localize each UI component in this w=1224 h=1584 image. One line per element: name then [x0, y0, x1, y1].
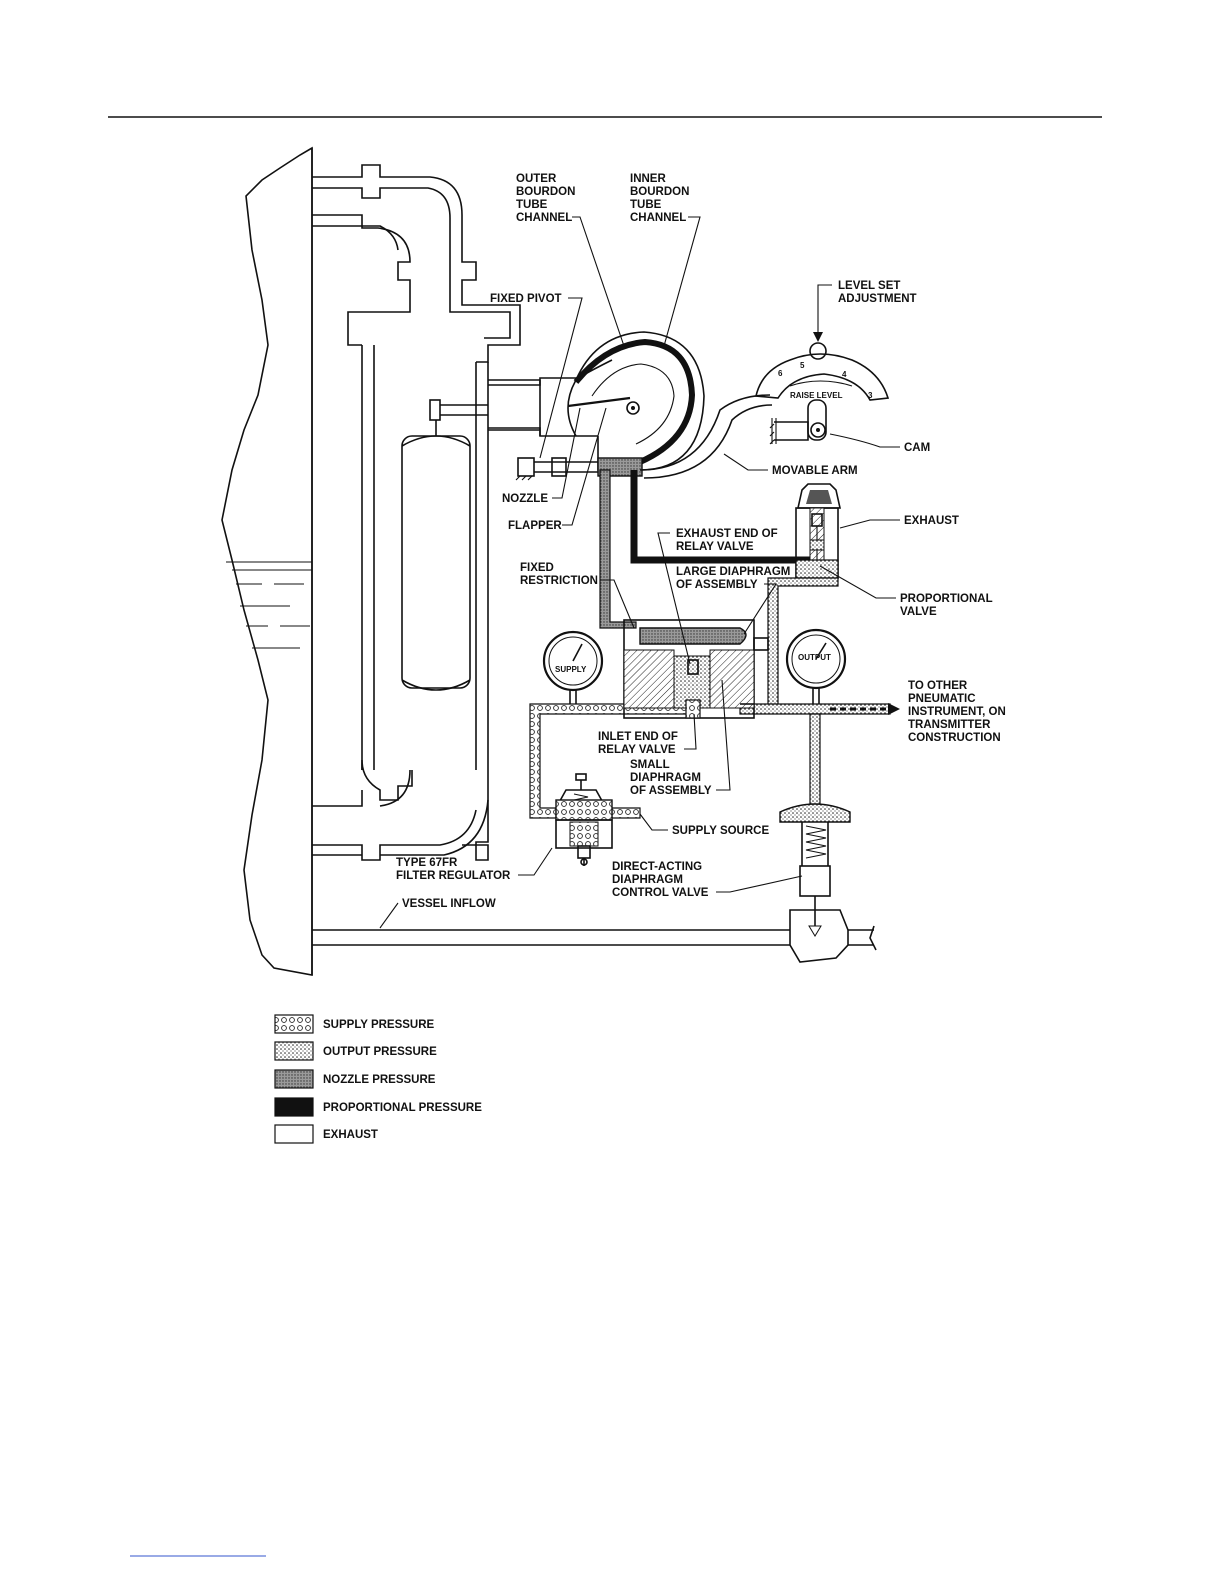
label-inlet-end: INLET END OF RELAY VALVE — [598, 713, 697, 756]
svg-text:NOZZLE PRESSURE: NOZZLE PRESSURE — [323, 1074, 436, 1086]
svg-text:INLET END OF: INLET END OF — [598, 731, 678, 743]
svg-text:ADJUSTMENT: ADJUSTMENT — [838, 293, 917, 305]
svg-text:OF ASSEMBLY: OF ASSEMBLY — [676, 579, 758, 591]
svg-text:PROPORTIONAL PRESSURE: PROPORTIONAL PRESSURE — [323, 1102, 482, 1114]
svg-text:BOURDON: BOURDON — [516, 186, 575, 198]
svg-text:EXHAUST: EXHAUST — [904, 515, 959, 527]
label-movable-arm: MOVABLE ARM — [723, 453, 858, 477]
label-outer-bourdon: OUTER BOURDON TUBE CHANNEL — [516, 173, 625, 347]
callout-labels: OUTER BOURDON TUBE CHANNEL INNER BOURDON… — [379, 173, 1006, 929]
dial-mark-5: 5 — [800, 361, 805, 370]
svg-text:TRANSMITTER: TRANSMITTER — [908, 719, 991, 731]
label-vessel-inflow: VESSEL INFLOW — [379, 898, 496, 929]
label-fixed-pivot: FIXED PIVOT — [490, 293, 583, 459]
svg-text:EXHAUST: EXHAUST — [323, 1129, 378, 1141]
level-set-dial: 6 5 4 3 RAISE LEVEL — [755, 342, 890, 445]
label-level-set: LEVEL SET ADJUSTMENT — [813, 280, 917, 342]
svg-text:FIXED: FIXED — [520, 562, 554, 574]
svg-text:SMALL: SMALL — [630, 759, 670, 771]
svg-text:LEVEL SET: LEVEL SET — [838, 280, 900, 292]
proportional-valve — [795, 483, 841, 579]
label-cam: CAM — [829, 433, 930, 454]
to-other-instrument-arrow — [830, 703, 900, 715]
label-nozzle: NOZZLE — [502, 407, 581, 505]
svg-text:CONSTRUCTION: CONSTRUCTION — [908, 732, 1001, 744]
svg-text:CHANNEL: CHANNEL — [630, 212, 686, 224]
output-gauge: OUTPUT — [785, 628, 847, 704]
output-pressure-lines — [599, 469, 891, 813]
svg-text:CAM: CAM — [904, 442, 930, 454]
svg-text:FLAPPER: FLAPPER — [508, 520, 562, 532]
svg-text:INSTRUMENT, ON: INSTRUMENT, ON — [908, 706, 1006, 718]
displacer-cage — [312, 164, 540, 861]
svg-text:MOVABLE ARM: MOVABLE ARM — [772, 465, 858, 477]
svg-text:VESSEL INFLOW: VESSEL INFLOW — [402, 898, 496, 910]
label-inner-bourdon: INNER BOURDON TUBE CHANNEL — [630, 173, 701, 347]
legend-item-nozzle: NOZZLE PRESSURE — [274, 1069, 436, 1089]
relay-assembly — [623, 619, 769, 719]
svg-text:PROPORTIONAL: PROPORTIONAL — [900, 593, 993, 605]
svg-text:RESTRICTION: RESTRICTION — [520, 575, 598, 587]
svg-text:EXHAUST END OF: EXHAUST END OF — [676, 528, 778, 540]
label-exhaust-end: EXHAUST END OF RELAY VALVE — [657, 528, 778, 665]
inner-bourdon-tube — [582, 352, 684, 454]
filter-regulator — [554, 773, 613, 866]
label-to-other: TO OTHER PNEUMATIC INSTRUMENT, ON TRANSM… — [908, 680, 1006, 744]
svg-text:LARGE DIAPHRAGM: LARGE DIAPHRAGM — [676, 566, 790, 578]
liquid-surface — [226, 561, 312, 649]
dial-mark-6: 6 — [778, 369, 783, 378]
svg-text:DIAPHRAGM: DIAPHRAGM — [630, 772, 701, 784]
vessel-inflow-pipe — [312, 925, 877, 951]
supply-gauge-label: SUPPLY — [555, 665, 587, 674]
dial-mark-3: 3 — [868, 391, 873, 400]
svg-text:FILTER REGULATOR: FILTER REGULATOR — [396, 870, 511, 882]
raise-level-label: RAISE LEVEL — [790, 391, 843, 400]
svg-text:TYPE 67FR: TYPE 67FR — [396, 857, 458, 869]
svg-text:SUPPLY PRESSURE: SUPPLY PRESSURE — [323, 1019, 435, 1031]
svg-text:TUBE: TUBE — [630, 199, 662, 211]
label-small-diaphragm: SMALL DIAPHRAGM OF ASSEMBLY — [630, 679, 731, 797]
svg-text:TUBE: TUBE — [516, 199, 548, 211]
output-gauge-label: OUTPUT — [798, 653, 831, 662]
label-supply-source: SUPPLY SOURCE — [639, 813, 769, 837]
svg-text:INNER: INNER — [630, 173, 666, 185]
label-control-valve: DIRECT-ACTING DIAPHRAGM CONTROL VALVE — [612, 861, 803, 899]
svg-text:CHANNEL: CHANNEL — [516, 212, 572, 224]
legend-item-supply: SUPPLY PRESSURE — [274, 1014, 435, 1034]
svg-text:VALVE: VALVE — [900, 606, 937, 618]
svg-text:OF ASSEMBLY: OF ASSEMBLY — [630, 785, 712, 797]
svg-text:TO OTHER: TO OTHER — [908, 680, 968, 692]
vessel — [221, 146, 877, 976]
label-flapper: FLAPPER — [508, 407, 607, 532]
svg-text:OUTPUT PRESSURE: OUTPUT PRESSURE — [323, 1046, 437, 1058]
label-fixed-restriction: FIXED RESTRICTION — [520, 562, 635, 629]
legend-item-exhaust: EXHAUST — [274, 1124, 378, 1144]
dial-mark-4: 4 — [842, 370, 847, 379]
label-proportional-valve: PROPORTIONAL VALVE — [819, 565, 993, 618]
supply-gauge: SUPPLY — [542, 630, 604, 704]
svg-text:RELAY VALVE: RELAY VALVE — [676, 541, 754, 553]
legend-item-output: OUTPUT PRESSURE — [274, 1041, 437, 1061]
outer-bourdon-tube — [573, 338, 696, 465]
svg-text:CONTROL VALVE: CONTROL VALVE — [612, 887, 709, 899]
svg-text:OUTER: OUTER — [516, 173, 557, 185]
svg-text:RELAY VALVE: RELAY VALVE — [598, 744, 676, 756]
svg-text:DIAPHRAGM: DIAPHRAGM — [612, 874, 683, 886]
svg-text:SUPPLY SOURCE: SUPPLY SOURCE — [672, 825, 769, 837]
svg-text:BOURDON: BOURDON — [630, 186, 689, 198]
label-large-diaphragm: LARGE DIAPHRAGM OF ASSEMBLY — [676, 566, 790, 635]
label-filter-regulator: TYPE 67FR FILTER REGULATOR — [396, 847, 553, 882]
svg-text:NOZZLE: NOZZLE — [502, 493, 548, 505]
label-exhaust: EXHAUST — [839, 515, 959, 529]
svg-text:FIXED PIVOT: FIXED PIVOT — [490, 293, 562, 305]
diaphragm-control-valve — [779, 803, 851, 963]
legend: SUPPLY PRESSURE OUTPUT PRESSURE NOZZLE P… — [274, 1014, 482, 1144]
svg-text:PNEUMATIC: PNEUMATIC — [908, 693, 976, 705]
legend-item-proportional: PROPORTIONAL PRESSURE — [274, 1097, 482, 1117]
svg-text:DIRECT-ACTING: DIRECT-ACTING — [612, 861, 702, 873]
